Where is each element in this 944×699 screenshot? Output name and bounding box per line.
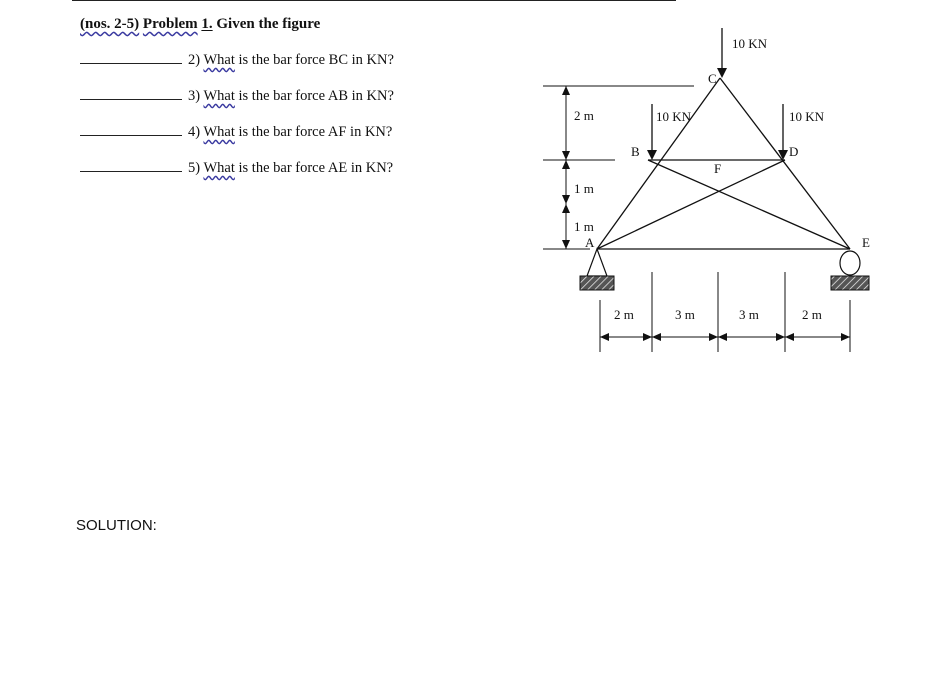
arrow-left xyxy=(652,333,661,341)
arrow-left xyxy=(600,333,609,341)
problem-number: 1. xyxy=(201,16,213,32)
roller-ground-hatch xyxy=(830,275,870,291)
load-label-d: 10 KN xyxy=(789,109,825,124)
question-4: 4) What is the bar force AF in KN? xyxy=(80,124,480,144)
horizontal-dim-label-3: 3 m xyxy=(739,307,759,322)
member-be xyxy=(647,159,851,250)
vertical-dim-label-2: 1 m xyxy=(574,181,594,196)
question-text: is the bar force AE in KN? xyxy=(238,160,394,176)
arrow-right xyxy=(643,333,652,341)
question-number: 5) xyxy=(188,160,201,176)
arrow-down xyxy=(562,240,570,249)
arrow-right xyxy=(776,333,785,341)
load-c-head xyxy=(717,68,727,78)
horizontal-dim-label-4: 2 m xyxy=(802,307,822,322)
load-arrows xyxy=(651,28,784,152)
truss-members xyxy=(596,77,851,250)
node-label-d: D xyxy=(789,144,798,159)
answer-blank-3[interactable] xyxy=(80,98,182,100)
load-d-head xyxy=(778,150,788,160)
question-text: is the bar force AF in KN? xyxy=(238,124,393,140)
problem-prefix: (nos. 2-5) xyxy=(80,16,140,32)
vertical-dim-label-3: 1 m xyxy=(574,219,594,234)
node-label-f: F xyxy=(714,161,721,176)
question-word: What xyxy=(203,160,235,176)
problem-title: Given the figure xyxy=(216,16,321,32)
load-label-c: 10 KN xyxy=(732,36,768,51)
question-number: 3) xyxy=(188,88,201,104)
arrow-left xyxy=(785,333,794,341)
horizontal-dim-label-2: 3 m xyxy=(675,307,695,322)
arrow-down xyxy=(562,151,570,160)
member-ce xyxy=(719,77,851,250)
pin-support-a xyxy=(579,247,615,291)
question-number: 4) xyxy=(188,124,201,140)
question-2: 2) What is the bar force BC in KN? xyxy=(80,52,480,72)
horizontal-dim-label-1: 2 m xyxy=(614,307,634,322)
roller-circle xyxy=(839,250,861,276)
vertical-dim-label-1: 2 m xyxy=(574,108,594,123)
member-ad xyxy=(596,159,786,250)
node-label-c: C xyxy=(708,71,717,86)
top-rule xyxy=(72,0,676,1)
node-label-e: E xyxy=(862,235,870,250)
node-label-b: B xyxy=(631,144,640,159)
solution-label: SOLUTION: xyxy=(76,517,157,534)
problem-label: Problem xyxy=(142,16,198,32)
arrow-up xyxy=(562,204,570,213)
pin-triangle xyxy=(586,247,608,277)
member-ac xyxy=(596,77,721,250)
arrow-right xyxy=(841,333,850,341)
question-text: is the bar force AB in KN? xyxy=(238,88,394,104)
question-word: What xyxy=(203,88,235,104)
arrow-down xyxy=(562,195,570,204)
question-3: 3) What is the bar force AB in KN? xyxy=(80,88,480,108)
arrow-up xyxy=(562,86,570,95)
node-label-a: A xyxy=(585,235,595,250)
load-arrowheads xyxy=(647,68,788,160)
question-5: 5) What is the bar force AE in KN? xyxy=(80,160,480,180)
answer-blank-5[interactable] xyxy=(80,170,182,172)
roller-support-e xyxy=(830,250,870,291)
load-b-head xyxy=(647,150,657,160)
problem-header: (nos. 2-5) Problem 1. Given the figure xyxy=(80,16,320,33)
question-number: 2) xyxy=(188,52,201,68)
vertical-dim-arrows xyxy=(562,86,570,249)
question-word: What xyxy=(203,52,235,68)
arrow-up xyxy=(562,160,570,169)
load-label-b: 10 KN xyxy=(656,109,692,124)
question-text: is the bar force BC in KN? xyxy=(238,52,394,68)
answer-blank-4[interactable] xyxy=(80,134,182,136)
question-word: What xyxy=(203,124,235,140)
arrow-left xyxy=(718,333,727,341)
pin-ground-hatch xyxy=(579,275,615,291)
horizontal-dim-arrows xyxy=(600,333,850,341)
answer-blank-2[interactable] xyxy=(80,62,182,64)
arrow-right xyxy=(709,333,718,341)
